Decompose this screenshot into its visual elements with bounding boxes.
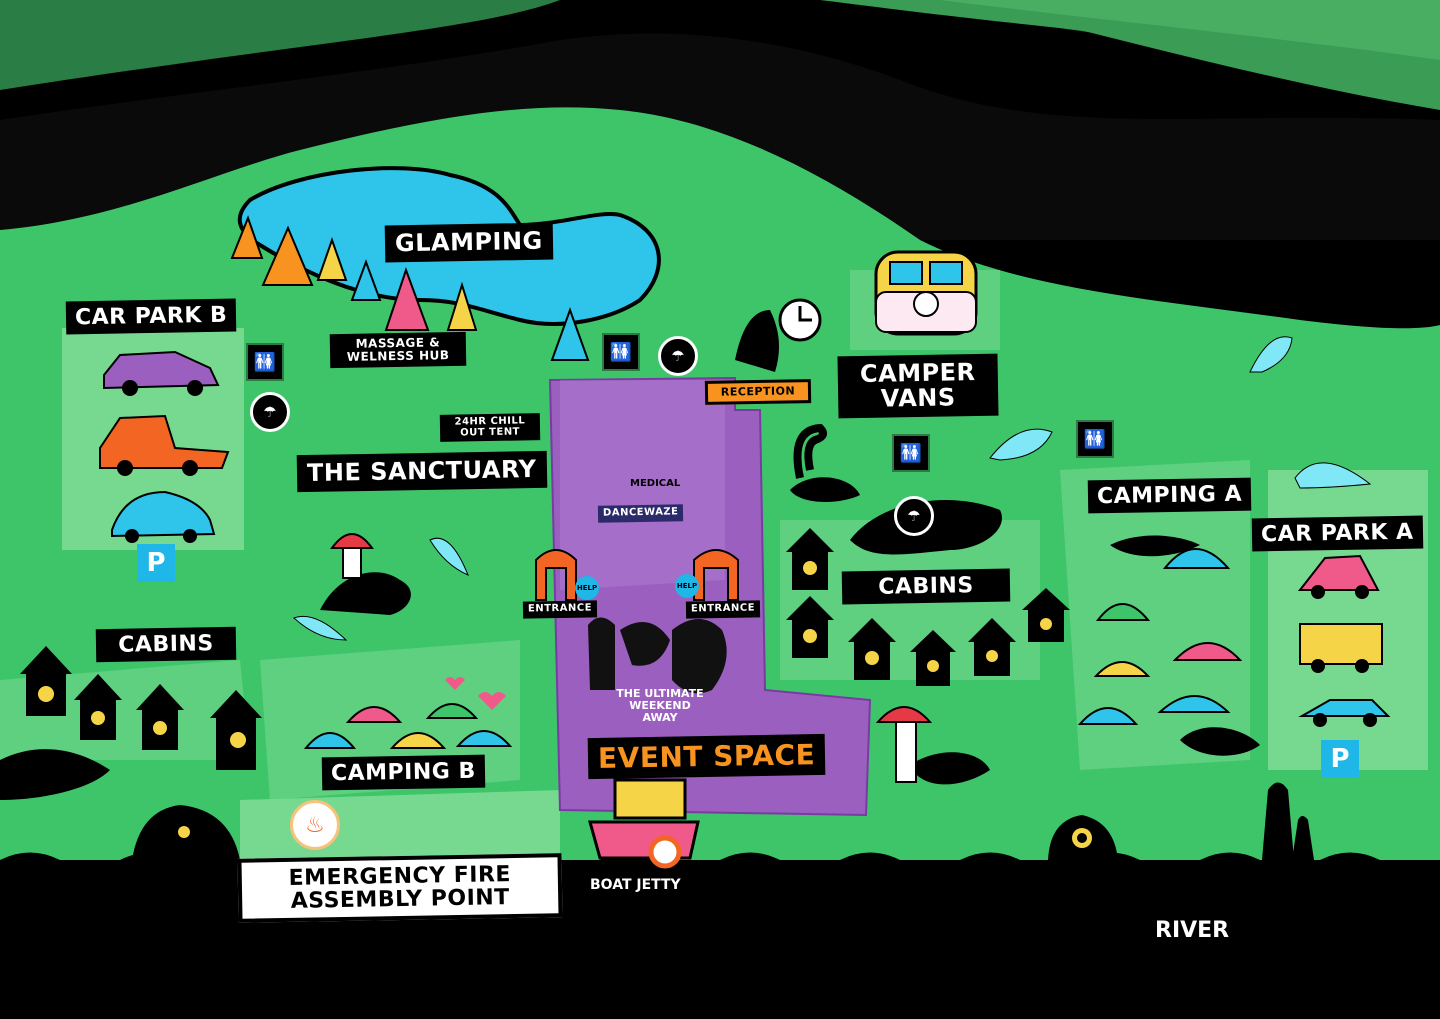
camping-a-tents xyxy=(1077,548,1243,725)
toilets-icon: 🚻 xyxy=(1076,420,1114,458)
ghosts xyxy=(293,336,1372,641)
toilets-icon: 🚻 xyxy=(602,333,640,371)
parking-b-icon: P xyxy=(137,544,175,582)
camping-a-zone xyxy=(1060,460,1250,770)
cabins-center-label: CABINS xyxy=(841,568,1011,605)
car-park-b-cars xyxy=(99,350,230,543)
fire-icon: ♨ xyxy=(290,800,340,850)
the-sanctuary-label: THE SANCTUARY xyxy=(296,450,547,493)
glamping-tents xyxy=(230,215,590,361)
stage-sign: DANCEWAZE xyxy=(597,504,684,523)
entrance-left-label: ENTRANCE xyxy=(522,600,598,619)
boat xyxy=(588,778,700,869)
help-left-badge: HELP xyxy=(575,576,599,600)
entrance-arches xyxy=(535,549,739,601)
chill-out-label: 24HR CHILL OUT TENT xyxy=(439,413,541,442)
assembly-zone xyxy=(240,790,560,860)
entrance-right-label: ENTRANCE xyxy=(685,600,761,619)
boat-jetty-label: BOAT JETTY xyxy=(590,877,681,893)
shower-icon: ☂ xyxy=(894,496,934,536)
camping-b-label: CAMPING B xyxy=(321,754,486,791)
reception-creature xyxy=(735,310,779,372)
camper-vans-label: CAMPER VANS xyxy=(837,353,999,419)
shower-icon: ☂ xyxy=(658,336,698,376)
car-park-a-label: CAR PARK A xyxy=(1251,515,1423,552)
toilets-icon: 🚻 xyxy=(892,434,930,472)
cabins-center-houses xyxy=(786,528,1070,686)
camper-van xyxy=(874,250,978,336)
car-park-b-label: CAR PARK B xyxy=(65,298,237,335)
shower-icon: ☂ xyxy=(250,392,290,432)
cabins-left-label: CABINS xyxy=(95,626,237,663)
toilets-icon: 🚻 xyxy=(246,343,284,381)
camping-a-label: CAMPING A xyxy=(1087,477,1252,514)
help-right-badge: HELP xyxy=(675,574,699,598)
parking-a-icon: P xyxy=(1321,740,1359,778)
car-park-a-cars xyxy=(1297,554,1391,727)
mushrooms xyxy=(330,533,933,783)
glamping-label: GLAMPING xyxy=(384,222,554,263)
camping-b-tents xyxy=(303,703,513,749)
cabins-left-houses xyxy=(20,646,262,770)
event-logo xyxy=(588,617,727,694)
massage-hub-label: MASSAGE & WELNESS HUB xyxy=(329,331,467,369)
emergency-label: EMERGENCY FIRE ASSEMBLY POINT xyxy=(237,853,563,924)
medical-label: MEDICAL xyxy=(630,478,681,489)
river-label: RIVER xyxy=(1155,918,1230,943)
event-space-label: EVENT SPACE xyxy=(587,733,826,780)
reception-label: RECEPTION xyxy=(704,379,812,405)
logo-tagline: THE ULTIMATE WEEKEND AWAY xyxy=(616,687,704,725)
